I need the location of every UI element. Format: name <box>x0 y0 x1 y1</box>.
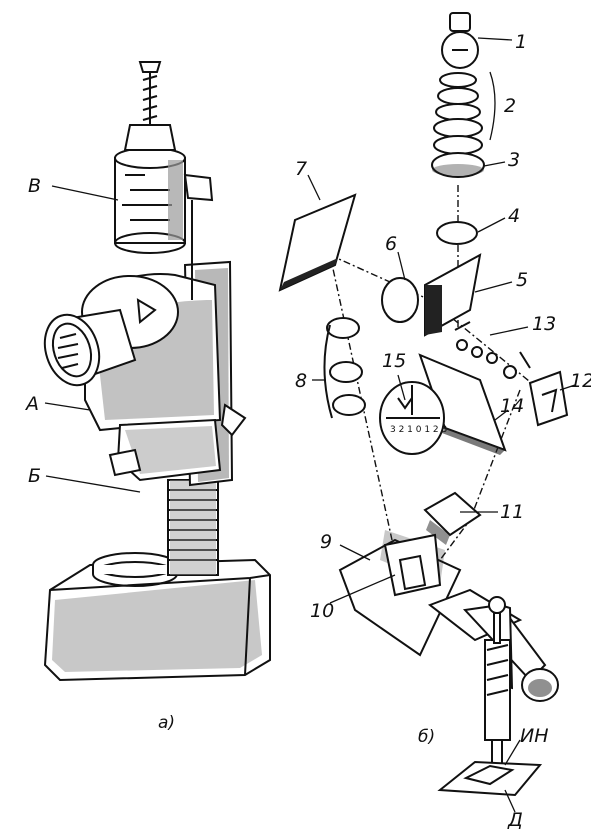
caption-b: б) <box>418 727 435 747</box>
lamp-housing <box>114 147 186 254</box>
caption-a: а) <box>158 713 175 733</box>
lever-arm <box>462 603 559 702</box>
label-10: 10 <box>310 600 334 622</box>
label-Б: Б <box>28 465 41 487</box>
label-12: 12 <box>570 370 591 392</box>
mirror-7 <box>278 193 357 292</box>
label-5: 5 <box>516 269 528 291</box>
optical-schematic: 3 2 1 0 1 2 3 <box>278 12 576 813</box>
reticle-15: 3 2 1 0 1 2 3 <box>379 381 447 455</box>
indicator-column <box>484 596 511 766</box>
mirror-11 <box>423 491 482 537</box>
label-8: 8 <box>295 370 307 392</box>
lamp-bulb <box>441 12 479 69</box>
label-D: Д <box>507 809 523 831</box>
label-1: 1 <box>515 31 527 53</box>
label-A: А <box>24 393 39 415</box>
label-IN: ИН <box>520 725 549 747</box>
base-plate <box>437 760 543 797</box>
lens-row-13 <box>454 321 531 379</box>
label-4: 4 <box>508 205 520 227</box>
top-screw <box>142 70 158 150</box>
label-2: 2 <box>504 95 516 117</box>
label-6: 6 <box>385 233 397 255</box>
lens-6 <box>381 277 419 323</box>
label-15: 15 <box>382 350 406 372</box>
label-11: 11 <box>500 501 524 523</box>
label-9: 9 <box>320 531 332 553</box>
eyepiece-tube <box>43 308 137 387</box>
condenser-lenses <box>433 72 483 155</box>
lens-group-8 <box>323 317 366 419</box>
label-7: 7 <box>295 158 307 180</box>
prism-12 <box>528 370 569 427</box>
label-14: 14 <box>500 395 524 417</box>
instrument-exterior-drawing <box>43 61 271 682</box>
lens-4 <box>436 221 478 245</box>
label-B: В <box>28 175 41 197</box>
label-13: 13 <box>532 313 556 335</box>
svg-text:3 2 1 0 1 2 3: 3 2 1 0 1 2 3 <box>390 425 447 435</box>
lens-3 <box>431 152 485 178</box>
spring-column <box>167 479 219 576</box>
label-3: 3 <box>508 149 520 171</box>
